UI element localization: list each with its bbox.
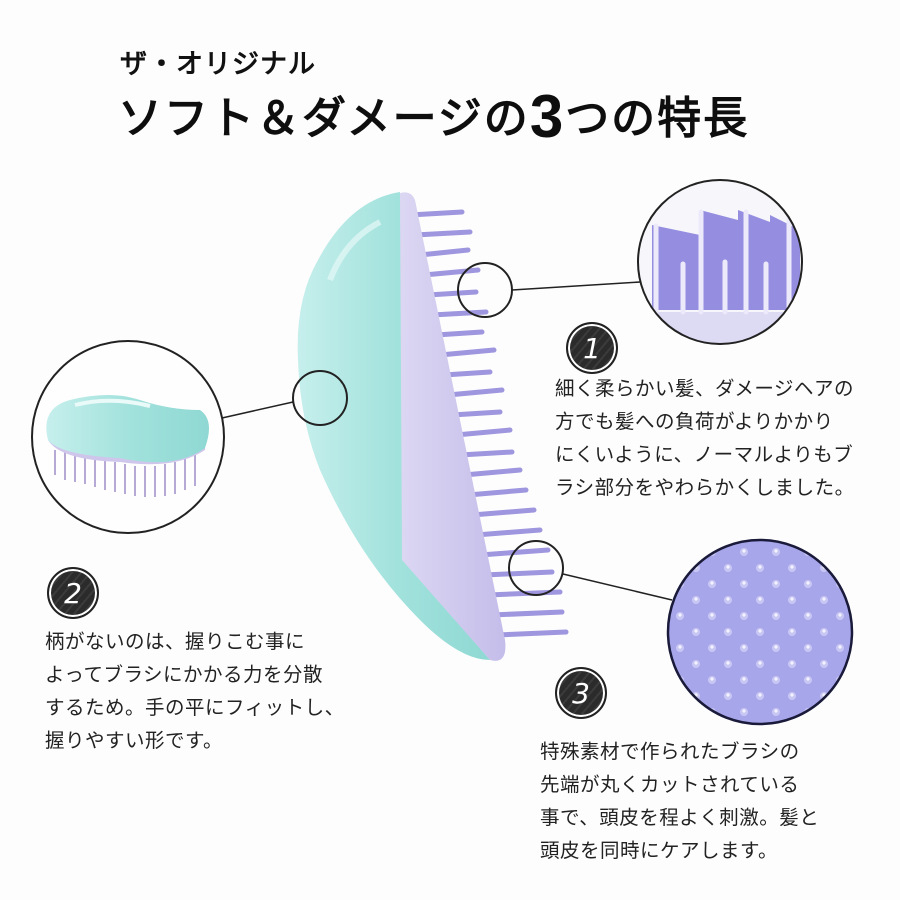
- brush-bristles: [407, 209, 569, 638]
- feature-1-description: 細く柔らかい髪、ダメージヘアの 方でも髪への負荷がよりかかり にくいように、ノー…: [555, 377, 855, 499]
- feature-2-badge: 2: [47, 567, 99, 619]
- title-pre: ソフト＆ダメージの: [118, 93, 530, 144]
- title-post: つの特長: [565, 93, 750, 144]
- feature-3-badge: 3: [555, 667, 607, 719]
- title-number: 3: [529, 83, 566, 150]
- feature-2-description: 柄がないのは、握りこむ事に よってブラシにかかる力を分散 するため。手の平にフィ…: [45, 630, 345, 752]
- feature-1-badge: 1: [566, 322, 618, 374]
- brush-base: [395, 192, 506, 661]
- page-title: ソフト＆ダメージの3つの特長: [118, 82, 749, 151]
- subtitle: ザ・オリジナル: [120, 49, 316, 80]
- feature-3-description: 特殊素材で作られたブラシの 先端が丸くカットされている 事で、頭皮を程よく刺激。…: [540, 740, 820, 862]
- brush-shell: [297, 192, 490, 660]
